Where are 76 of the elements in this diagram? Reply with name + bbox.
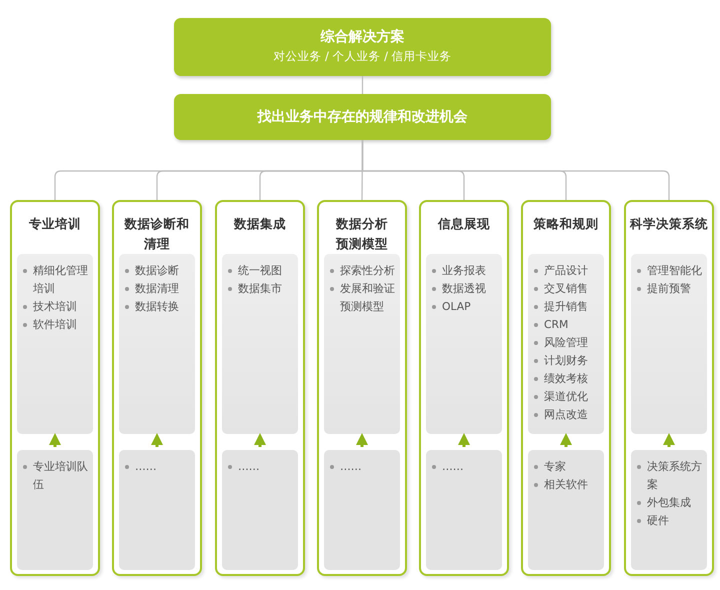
list-item: 专家 xyxy=(534,458,603,476)
card-heading: 专业培训 xyxy=(28,215,82,233)
topics-panel xyxy=(528,254,604,434)
tools-panel xyxy=(17,450,93,570)
list-item: 业务报表 xyxy=(432,262,501,280)
topics-panel xyxy=(17,254,93,434)
card-heading: 信息展现 xyxy=(436,215,491,233)
banner-box xyxy=(174,18,551,76)
arrow xyxy=(151,433,163,447)
list-item: 数据集市 xyxy=(228,280,297,298)
list-item: 发展和验证预测模型 xyxy=(330,280,399,316)
list-item: 决策系统方案 xyxy=(637,458,706,494)
arrow xyxy=(356,433,368,447)
list-item: 管理智能化 xyxy=(637,262,706,280)
list-item: 数据清理 xyxy=(125,280,194,298)
topics-panel xyxy=(631,254,707,434)
connector-line xyxy=(362,76,364,94)
topics-panel xyxy=(222,254,298,434)
category-card xyxy=(419,200,509,576)
tools-panel xyxy=(631,450,707,570)
banner-title: 综合解决方案 xyxy=(319,28,406,47)
arrow xyxy=(560,433,572,447)
arrow xyxy=(663,433,675,447)
card-heading: 数据集成 xyxy=(232,215,287,233)
arrow xyxy=(254,433,266,447)
list-item: 统一视图 xyxy=(228,262,297,280)
list-item: 渠道优化 xyxy=(534,388,603,406)
list-item: 提升销售 xyxy=(534,298,603,316)
tools-panel xyxy=(528,450,604,570)
banner-box xyxy=(174,94,551,140)
list-item: …… xyxy=(330,458,399,476)
list-item: 外包集成 xyxy=(637,494,706,512)
list-item: …… xyxy=(432,458,501,476)
category-card xyxy=(112,200,202,576)
tools-panel xyxy=(324,450,400,570)
list-item: 硬件 xyxy=(637,512,706,530)
card-heading: 数据诊断和清理 xyxy=(123,215,190,253)
category-card xyxy=(10,200,100,576)
category-card xyxy=(624,200,714,576)
list-item: 精细化管理培训 xyxy=(23,262,92,298)
list-item: 相关软件 xyxy=(534,476,603,494)
list-item: 软件培训 xyxy=(23,316,92,334)
topics-panel xyxy=(426,254,502,434)
tools-panel xyxy=(222,450,298,570)
list-item: 数据诊断 xyxy=(125,262,194,280)
banner-title: 找出业务中存在的规律和改进机会 xyxy=(256,108,468,127)
connector-line xyxy=(362,140,670,200)
topics-panel xyxy=(324,254,400,434)
list-item: 计划财务 xyxy=(534,352,603,370)
list-item: 数据转换 xyxy=(125,298,194,316)
arrow xyxy=(49,433,61,447)
arrow xyxy=(458,433,470,447)
list-item: OLAP xyxy=(432,298,501,316)
category-card xyxy=(215,200,305,576)
list-item: 探索性分析 xyxy=(330,262,399,280)
list-item: 绩效考核 xyxy=(534,370,603,388)
category-card xyxy=(521,200,611,576)
list-item: …… xyxy=(228,458,297,476)
list-item: 技术培训 xyxy=(23,298,92,316)
tools-panel xyxy=(426,450,502,570)
card-heading: 策略和规则 xyxy=(532,215,600,233)
list-item: 产品设计 xyxy=(534,262,603,280)
list-item: 交叉销售 xyxy=(534,280,603,298)
list-item: CRM xyxy=(534,316,603,334)
banner-subtitle: 对公业务 / 个人业务 / 信用卡业务 xyxy=(272,48,453,65)
list-item: 专业培训队伍 xyxy=(23,458,92,494)
card-heading: 数据分析预测模型 xyxy=(334,215,389,253)
list-item: …… xyxy=(125,458,194,476)
topics-panel xyxy=(119,254,195,434)
list-item: 网点改造 xyxy=(534,406,603,424)
tools-panel xyxy=(119,450,195,570)
list-item: 提前预警 xyxy=(637,280,706,298)
list-item: 数据透视 xyxy=(432,280,501,298)
card-heading: 科学决策系统 xyxy=(628,215,709,233)
list-item: 风险管理 xyxy=(534,334,603,352)
category-card xyxy=(317,200,407,576)
